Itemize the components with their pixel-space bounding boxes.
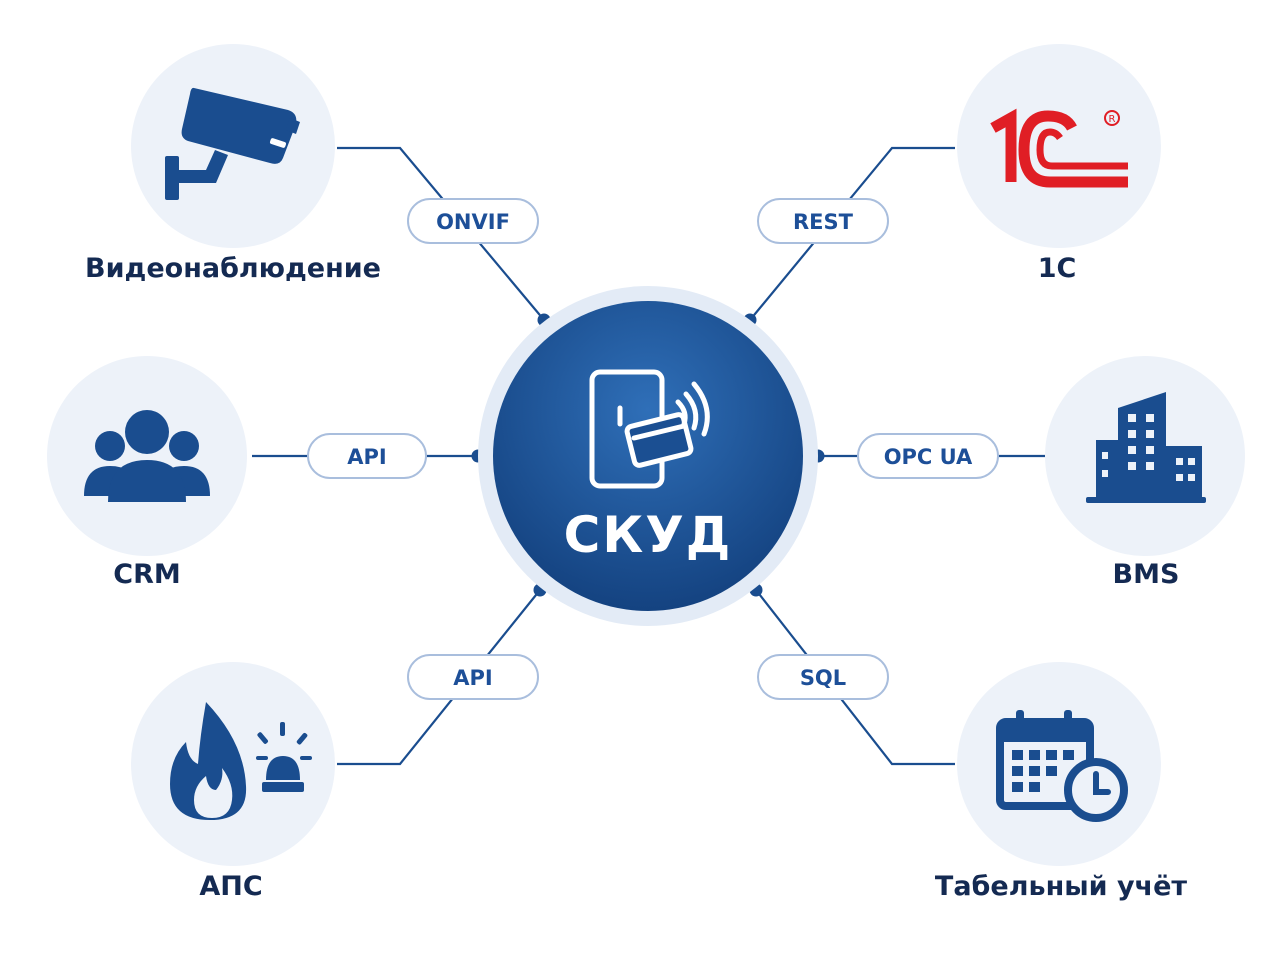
protocol-pill-aps: API [407,654,539,700]
protocol-pill-crm: API [307,433,427,479]
node-label: Видеонаблюдение [85,253,381,284]
protocol-label: API [453,666,492,690]
protocol-pill-timesheet: SQL [757,654,889,700]
link-video [337,146,545,321]
node-bubble [957,662,1161,866]
protocol-pill-1c: REST [757,198,889,244]
svg-text:R: R [1109,114,1116,125]
node-label: 1С [1038,253,1077,284]
protocol-label: SQL [800,666,846,690]
hub-label: СКУД [564,506,733,564]
node-label: АПС [199,871,262,902]
node-aps: АПС [131,662,335,902]
protocol-label: REST [793,210,854,234]
link-1c [749,146,955,321]
buildings-icon [1086,392,1206,503]
calendar-clock-icon [996,710,1128,822]
node-1c: R 1С [957,44,1161,284]
protocol-label: OPC UA [884,445,973,469]
node-label: Табельный учёт [935,871,1187,902]
link-timesheet [755,589,955,766]
node-video: Видеонаблюдение [85,44,381,284]
node-bubble [957,44,1161,248]
protocol-pill-bms: OPC UA [857,433,999,479]
hub: СКУД [478,286,818,626]
protocol-pill-video: ONVIF [407,198,539,244]
node-timesheet: Табельный учёт [935,662,1187,902]
node-bms: BMS [1045,356,1245,590]
node-bubble [47,356,247,556]
node-label: BMS [1113,559,1180,590]
link-aps [337,589,541,766]
1c-logo-icon: R [990,108,1128,188]
protocol-label: ONVIF [436,210,510,234]
users-group-icon [84,410,210,502]
fire-alarm-icon [170,702,312,820]
protocol-label: API [347,445,386,469]
node-crm: CRM [47,356,247,590]
card-door-nfc-icon [589,369,710,489]
cctv-camera-icon [165,87,300,200]
node-label: CRM [113,559,180,590]
